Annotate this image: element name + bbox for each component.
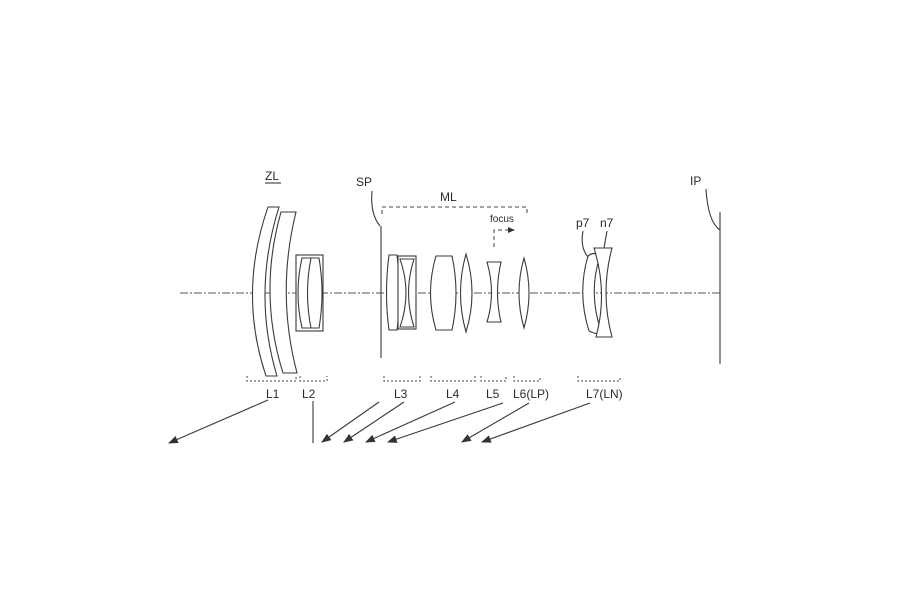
arrow-l4 [343, 401, 405, 443]
bracket-l2 [299, 376, 328, 382]
n7-leader [603, 230, 608, 249]
label-l4: L4 [446, 387, 460, 401]
lens-l4b [460, 252, 473, 334]
bracket-l1 [246, 376, 297, 382]
label-l5: L5 [486, 387, 500, 401]
bracket-l7 [577, 376, 621, 382]
arrow-l6b [461, 402, 530, 443]
arrow-l7 [480, 402, 591, 443]
lens-l4a [430, 255, 457, 331]
lens-l7-n7 [593, 247, 613, 338]
bracket-l3 [383, 376, 421, 382]
label-zl: ZL [265, 169, 279, 183]
arrow-l3 [321, 401, 380, 443]
label-n7: n7 [600, 216, 614, 230]
label-ml: ML [440, 190, 457, 204]
lens-l5 [486, 261, 502, 323]
lens-group-l4 [430, 252, 473, 334]
lens-group-l6 [518, 255, 530, 331]
label-p7: p7 [576, 216, 590, 230]
arrow-l5 [364, 401, 456, 443]
arrow-l1 [167, 399, 269, 444]
lens-l6 [518, 255, 530, 331]
label-l2: L2 [302, 387, 316, 401]
lens-group-l2 [295, 254, 324, 332]
lens-group-l1 [251, 206, 298, 377]
sp-leader [371, 190, 381, 227]
label-l1: L1 [266, 387, 280, 401]
lens-group-l7 [582, 247, 613, 338]
lens-l3b [399, 258, 415, 328]
ip-leader [705, 188, 721, 231]
label-l6: L6(LP) [513, 387, 549, 401]
label-focus: focus [490, 214, 514, 225]
lens-l1b [269, 211, 298, 374]
arrow-l6 [386, 402, 504, 443]
p7-leader [581, 230, 589, 258]
label-ip: IP [690, 174, 701, 188]
ml-bracket [381, 206, 528, 214]
movement-arrows [167, 399, 591, 444]
bracket-l5 [480, 376, 507, 382]
bracket-l6 [513, 376, 541, 382]
lens-group-l3 [385, 254, 417, 331]
lens-l1a [251, 206, 280, 377]
lens-group-l5 [486, 261, 502, 323]
label-l7: L7(LN) [586, 387, 623, 401]
bracket-l4 [430, 376, 476, 382]
label-sp: SP [356, 175, 372, 189]
lens-l2b [306, 257, 323, 329]
focus-arrow [493, 227, 515, 247]
label-l3: L3 [394, 387, 408, 401]
